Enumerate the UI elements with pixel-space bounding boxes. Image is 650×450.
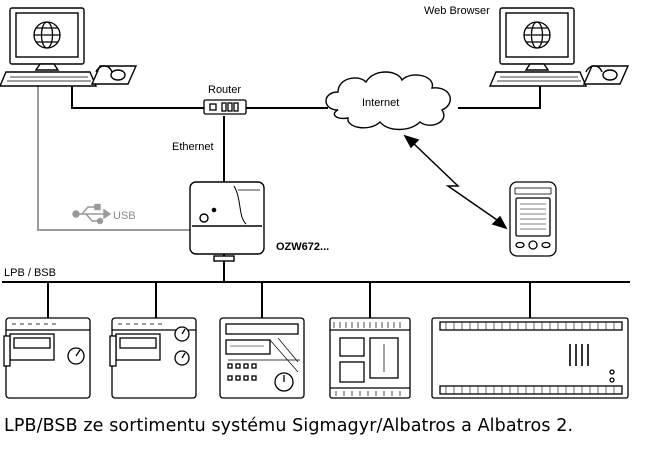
keyboard-icon (488, 71, 588, 87)
device-module-4 (329, 317, 411, 399)
globe-icon (523, 21, 551, 49)
usb-link (37, 80, 190, 231)
ethernet-label: Ethernet (172, 141, 214, 153)
router-label: Router (208, 84, 241, 96)
router-icon (203, 99, 247, 115)
figure-caption: LPB/BSB ze sortimentu systému Sigmagyr/A… (4, 416, 574, 436)
right-pc (488, 7, 630, 87)
handheld-device (509, 181, 557, 257)
web-browser-label: Web Browser (424, 5, 490, 17)
bus-label: LPB / BSB (4, 267, 56, 279)
pc-router-link (71, 82, 204, 109)
device-controller-5 (431, 317, 629, 399)
keyboard-icon (0, 71, 98, 87)
internet-cloud (325, 71, 451, 131)
mouse-icon (602, 69, 618, 81)
internet-label: Internet (362, 97, 399, 109)
globe-icon (33, 21, 61, 49)
left-pc (0, 7, 138, 87)
device-controller-3 (219, 317, 305, 399)
connection-lines (2, 82, 630, 318)
ozw-label: OZW672... (276, 241, 329, 253)
ozw672-gateway (189, 181, 265, 262)
mouse-icon (110, 69, 126, 81)
device-controller-1 (3, 317, 91, 399)
device-controller-2 (109, 317, 197, 399)
usb-icon (72, 203, 112, 225)
internet-browser-link (458, 82, 541, 109)
usb-label: USB (113, 210, 136, 222)
wireless-link (403, 134, 508, 230)
